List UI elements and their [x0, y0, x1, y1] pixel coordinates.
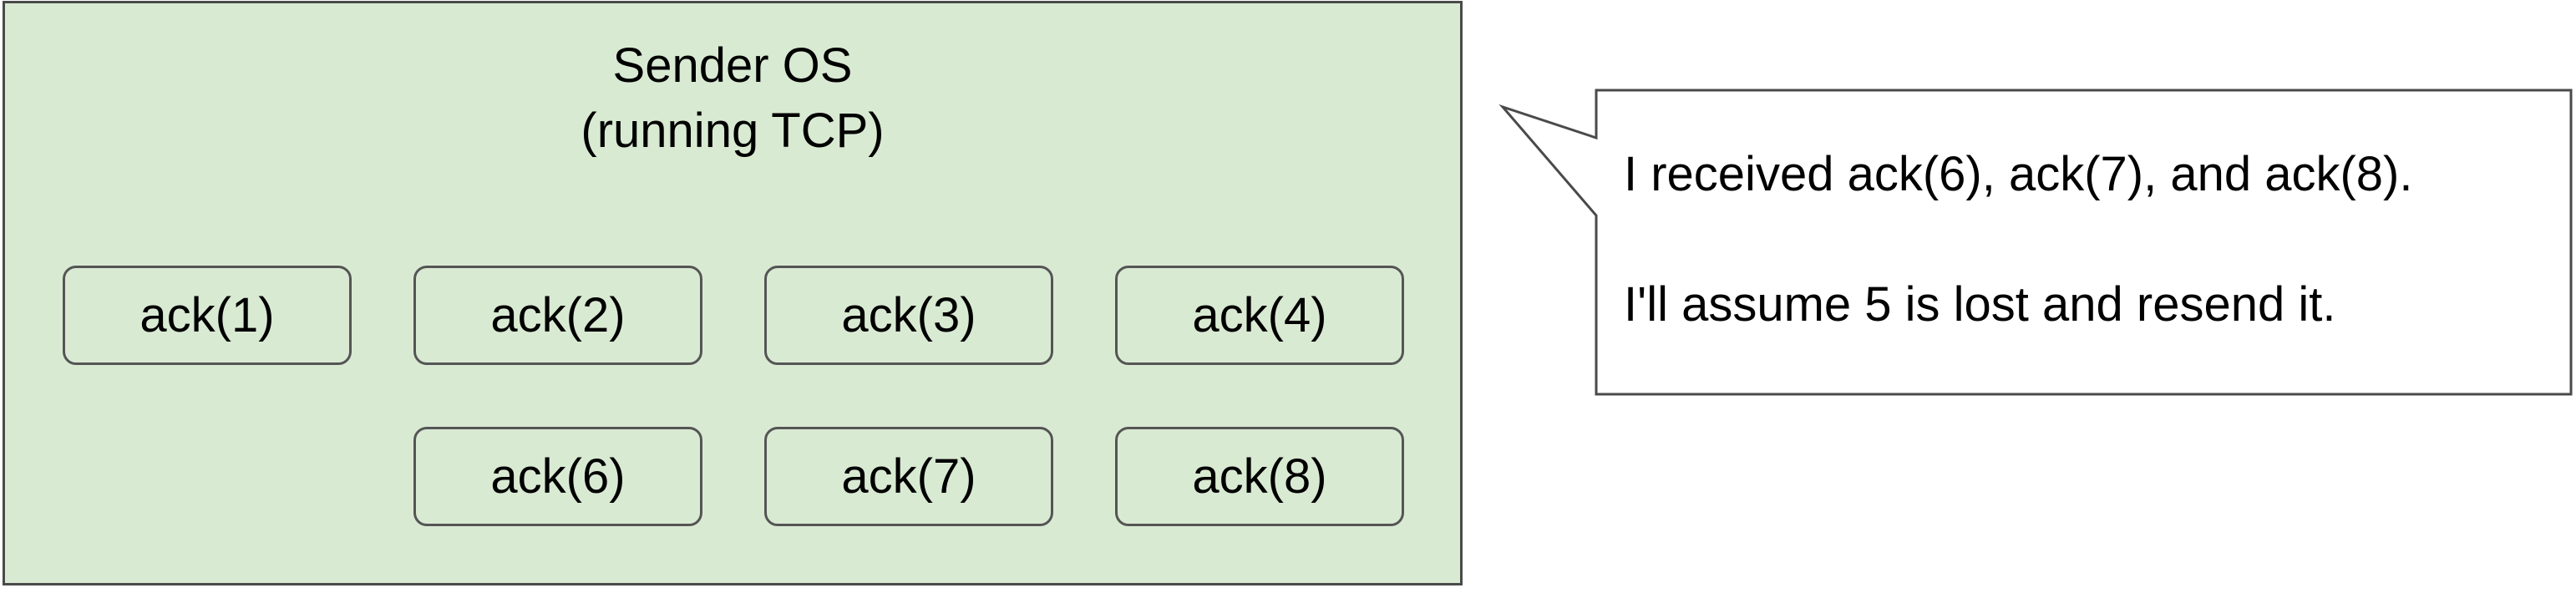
- ack-box-1: ack(1): [63, 266, 352, 365]
- ack-box-8: ack(8): [1115, 427, 1404, 526]
- sender-os-box: Sender OS (running TCP): [3, 1, 1463, 585]
- callout-line-2: I'll assume 5 is lost and resend it.: [1624, 277, 2336, 332]
- ack-box-4: ack(4): [1115, 266, 1404, 365]
- ack-box-3: ack(3): [764, 266, 1053, 365]
- ack-box-6: ack(6): [413, 427, 702, 526]
- ack-box-2: ack(2): [413, 266, 702, 365]
- callout-line-1: I received ack(6), ack(7), and ack(8).: [1624, 147, 2413, 201]
- ack-box-7: ack(7): [764, 427, 1053, 526]
- sender-os-title: Sender OS (running TCP): [581, 38, 885, 158]
- speech-callout-shape: [1498, 89, 2573, 396]
